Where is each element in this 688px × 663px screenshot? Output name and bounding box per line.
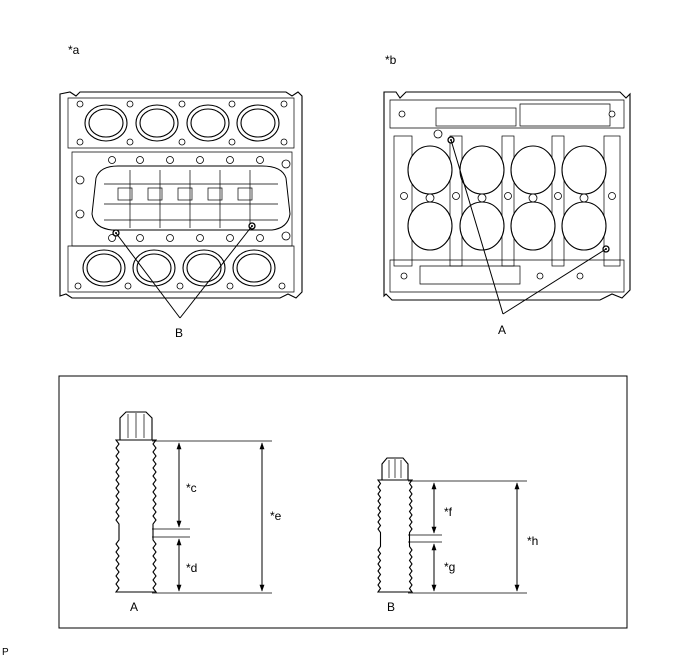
dim-label-c: *c	[186, 481, 197, 495]
callout-a: A	[498, 323, 506, 337]
engine-block-view-a	[59, 91, 303, 299]
dim-label-h: *h	[527, 534, 538, 548]
callout-b: B	[175, 326, 183, 340]
leader-b-1	[115, 232, 181, 319]
view-b-label: *b	[385, 53, 397, 67]
stud-b-drawing	[376, 457, 414, 593]
leader-a-1	[450, 139, 504, 315]
dim-label-d: *d	[186, 561, 197, 575]
dim-label-e: *e	[270, 509, 282, 523]
corner-code: P	[2, 647, 9, 658]
leader-a-2	[502, 248, 607, 315]
stud-a-drawing	[114, 411, 158, 593]
view-a-label: *a	[68, 43, 80, 57]
stud-b-name: B	[387, 600, 395, 614]
leader-b-2	[179, 225, 253, 319]
engine-block-view-b	[383, 91, 631, 301]
stud-a-name: A	[130, 600, 138, 614]
dim-label-g: *g	[444, 560, 455, 574]
dim-label-f: *f	[444, 505, 453, 519]
